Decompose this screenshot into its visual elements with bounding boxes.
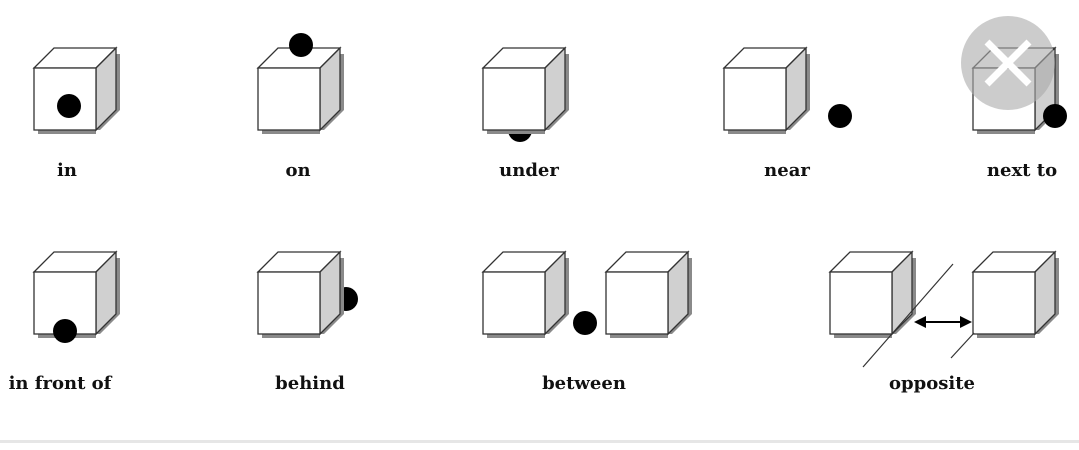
bottom-divider xyxy=(0,440,1079,443)
cube-front xyxy=(257,271,321,335)
arrow-head-left xyxy=(914,316,926,328)
cube-front xyxy=(482,271,546,335)
cube-front xyxy=(972,271,1036,335)
boundary-line xyxy=(862,263,954,368)
cube-front xyxy=(723,67,787,131)
cube-front xyxy=(829,271,893,335)
label-on: on xyxy=(285,160,311,181)
cube-front xyxy=(482,67,546,131)
ball xyxy=(828,104,852,128)
boundary-line xyxy=(950,332,975,359)
cube-front xyxy=(605,271,669,335)
label-near: near xyxy=(764,160,810,181)
close-button[interactable] xyxy=(961,16,1055,110)
label-under: under xyxy=(499,160,559,181)
label-next-to: next to xyxy=(986,160,1058,181)
close-icon xyxy=(984,39,1032,87)
cube-front xyxy=(257,67,321,131)
ball xyxy=(53,319,77,343)
label-opposite: opposite xyxy=(889,373,975,394)
ball xyxy=(573,311,597,335)
label-behind: behind xyxy=(275,373,345,394)
arrow-head-right xyxy=(960,316,972,328)
label-in-front-of: in front of xyxy=(8,373,112,394)
label-between: between xyxy=(542,373,626,394)
ball xyxy=(289,33,313,57)
label-in: in xyxy=(57,160,77,181)
ball xyxy=(57,94,81,118)
ball xyxy=(1043,104,1067,128)
